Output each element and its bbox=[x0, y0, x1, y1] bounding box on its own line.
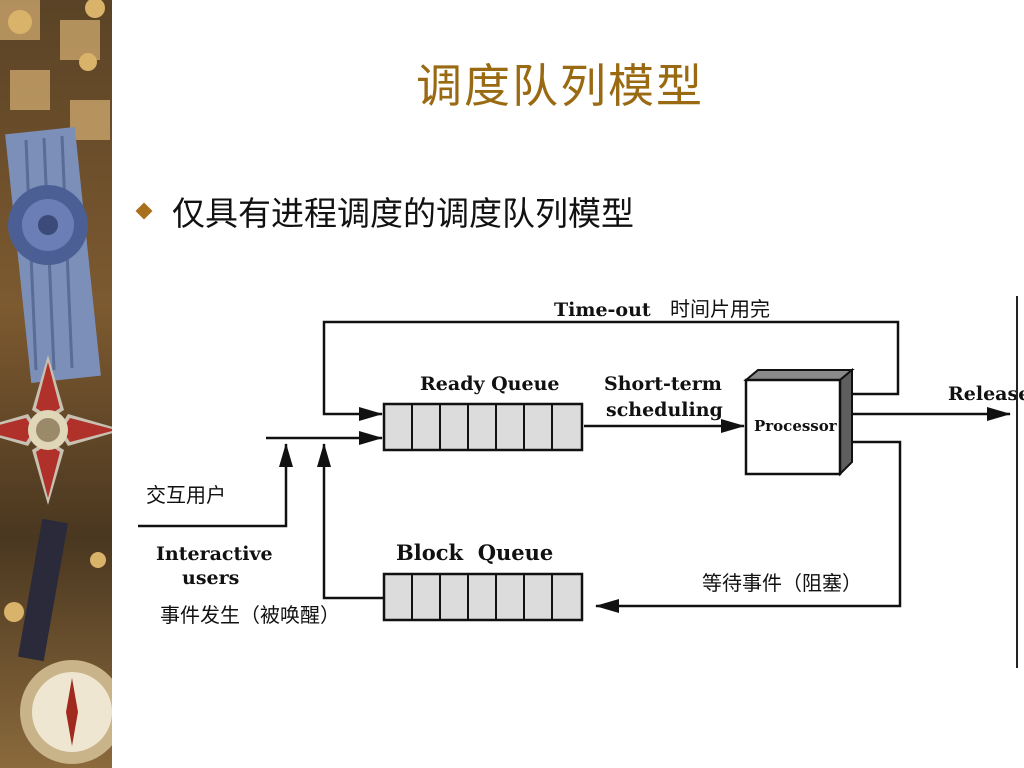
bullet-item: 仅具有进程调度的调度队列模型 bbox=[135, 186, 634, 236]
slide-title: 调度队列模型 bbox=[416, 59, 704, 113]
event-occurs-arrow bbox=[317, 443, 384, 600]
ready-queue-label: Ready Queue bbox=[420, 373, 560, 395]
block-queue-label: Block Queue bbox=[396, 540, 553, 565]
time-out-zh-label: 时间片用完 bbox=[670, 297, 770, 321]
short-term-label-2: scheduling bbox=[606, 399, 723, 421]
interactive-users-label-1: Interactive bbox=[156, 543, 273, 565]
interactive-users-arrow bbox=[138, 443, 293, 528]
processor-label: Processor bbox=[754, 417, 838, 435]
time-out-label: Time-out bbox=[554, 299, 651, 321]
interactive-users-zh-label: 交互用户 bbox=[146, 483, 226, 507]
decorative-collage bbox=[0, 0, 112, 768]
interactive-users-label-2: users bbox=[182, 567, 239, 589]
ready-queue bbox=[382, 402, 584, 452]
wait-event-arrow bbox=[595, 440, 902, 613]
release-label: Release bbox=[948, 383, 1024, 405]
event-occurs-zh-label: 事件发生（被唤醒） bbox=[160, 603, 340, 627]
processor-box bbox=[743, 367, 855, 477]
time-out-loop-arrow bbox=[322, 320, 900, 421]
right-edge-rule bbox=[1016, 296, 1018, 668]
wait-event-zh-label: 等待事件（阻塞） bbox=[702, 571, 862, 595]
collage-image bbox=[0, 0, 112, 768]
short-term-label-1: Short-term bbox=[604, 373, 722, 395]
bullet-text: 仅具有进程调度的调度队列模型 bbox=[172, 194, 634, 233]
block-queue bbox=[382, 572, 584, 622]
